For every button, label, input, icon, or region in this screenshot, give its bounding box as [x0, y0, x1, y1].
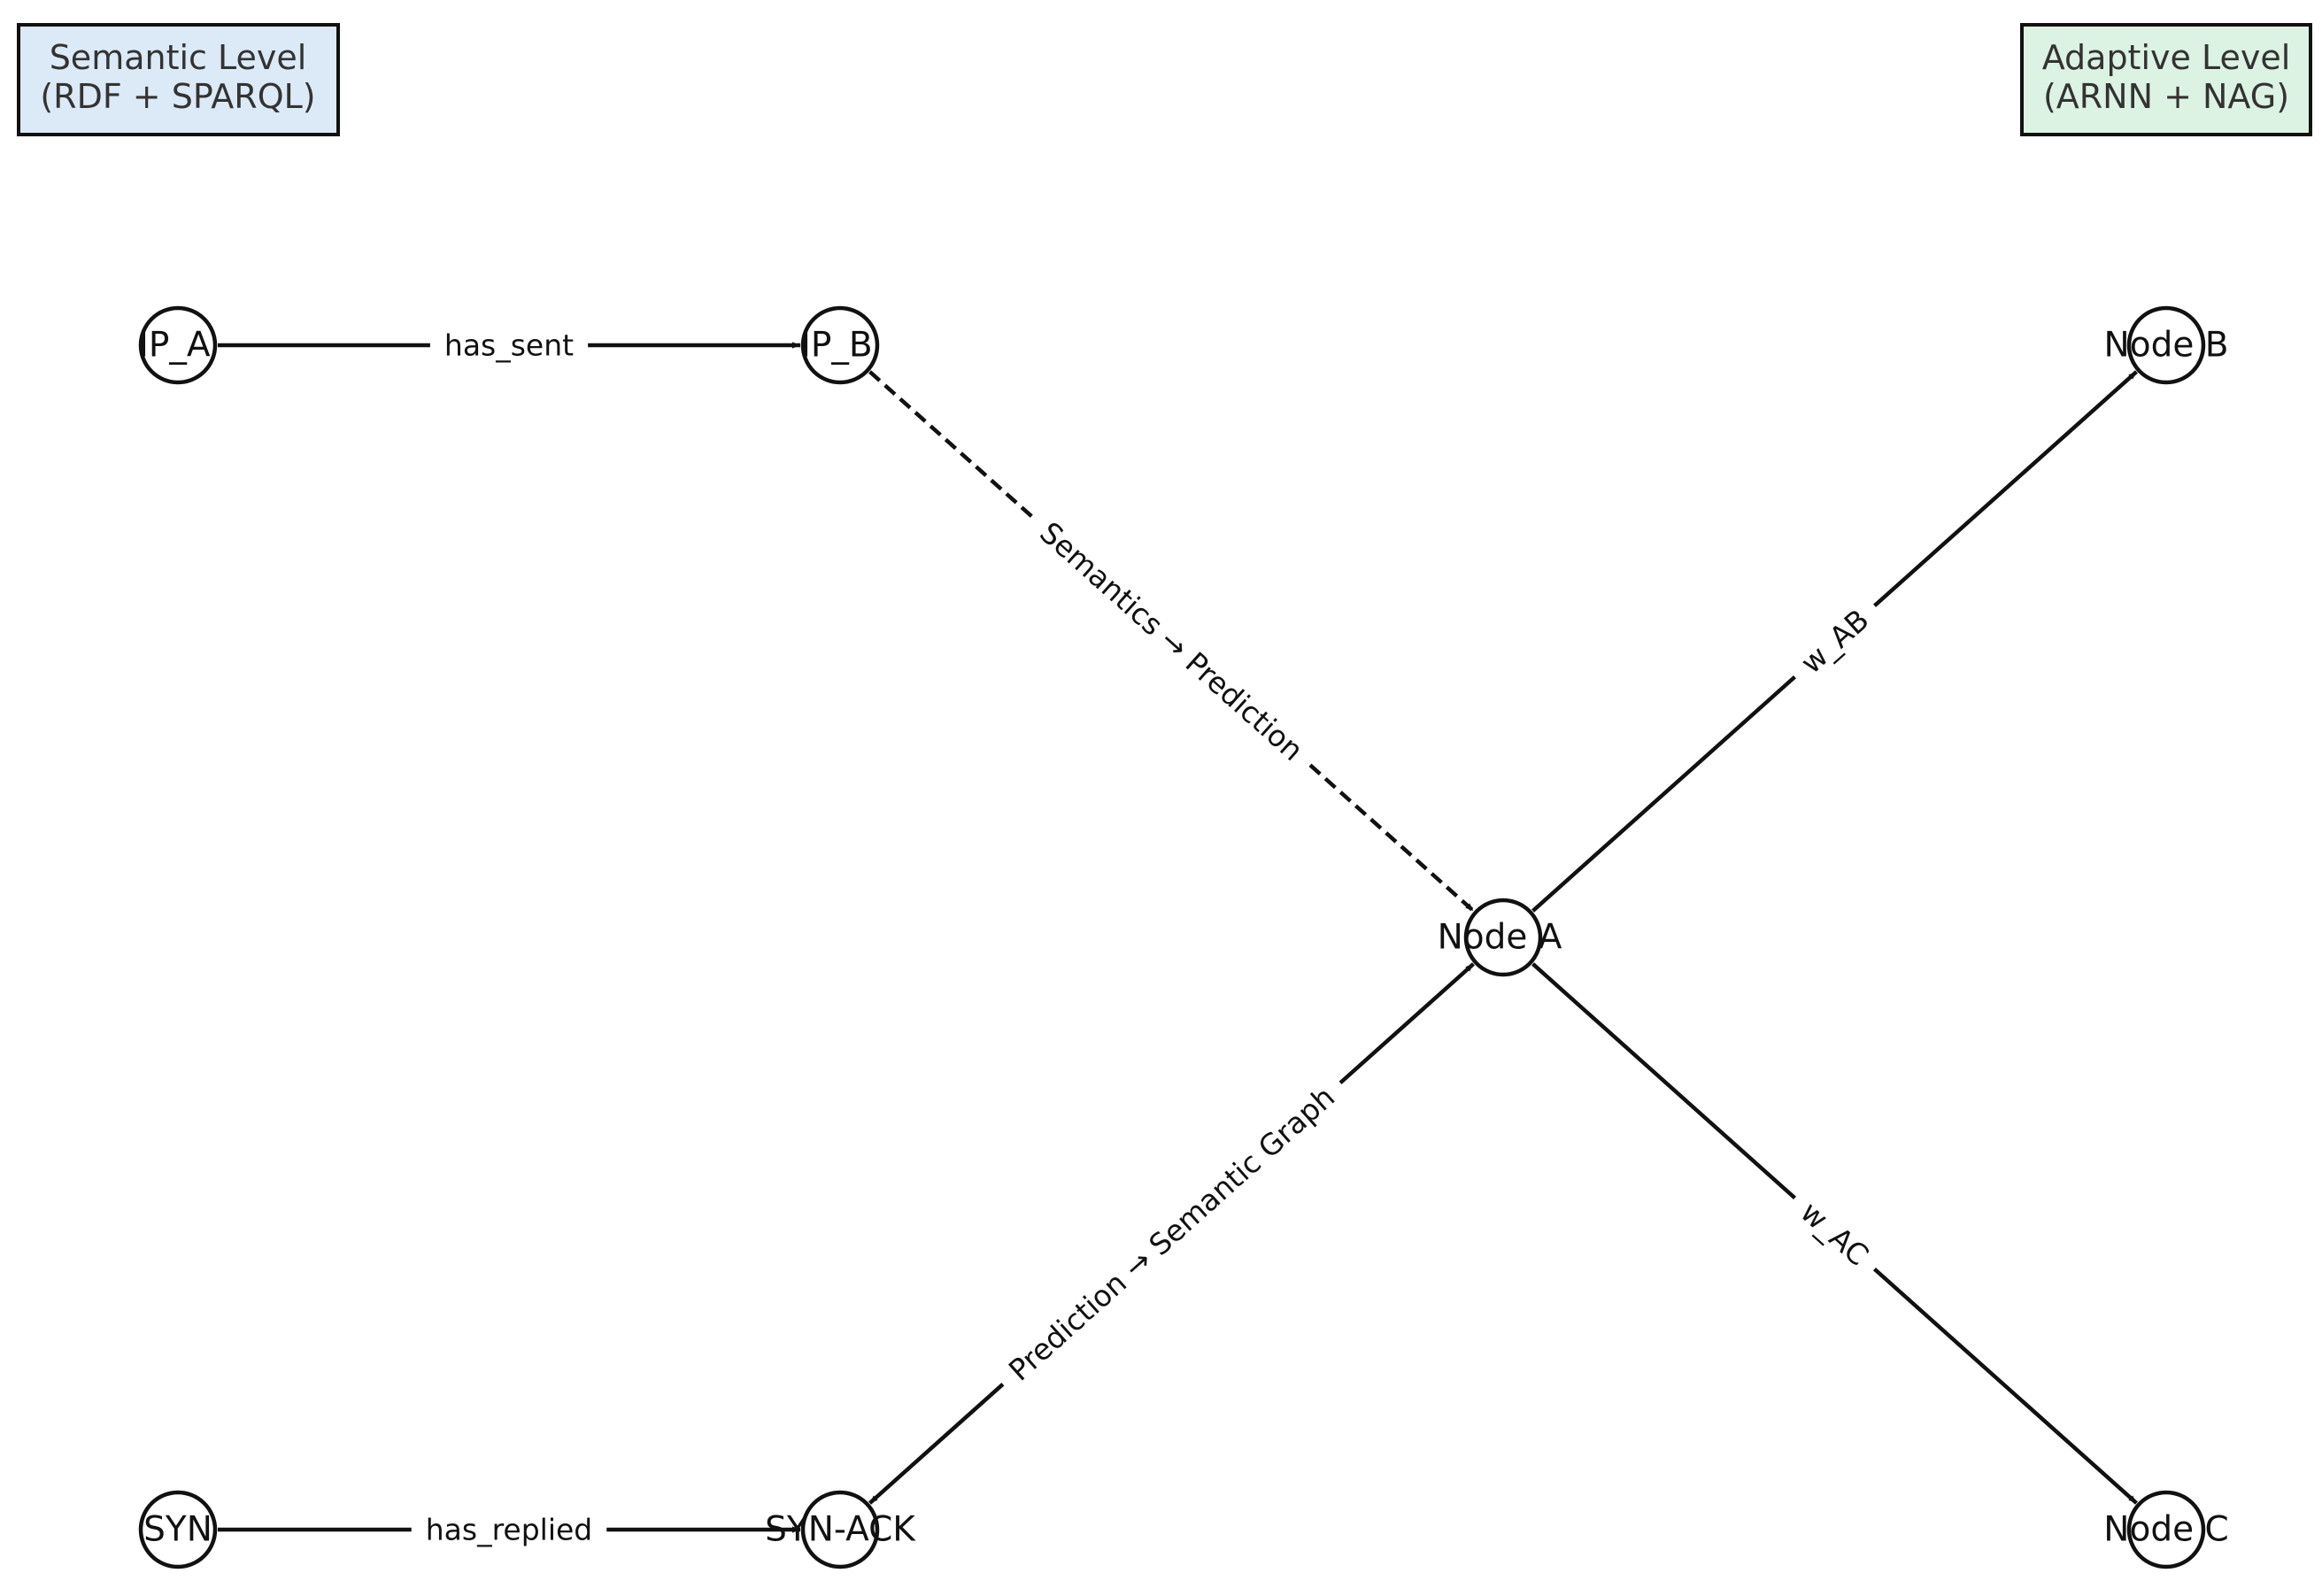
node-circle — [138, 305, 218, 385]
node-label: Node B — [2104, 326, 2229, 366]
edge-label-background — [1779, 589, 1890, 694]
legend-semantic-box — [17, 23, 340, 136]
legend-semantic-line2: (RDF + SPARQL) — [40, 77, 315, 116]
node-circle — [2126, 305, 2206, 385]
edge-label-background — [411, 1507, 607, 1553]
node-label: Node C — [2103, 1510, 2228, 1550]
edge-label-background — [429, 322, 589, 368]
legend-adaptive-box — [2020, 23, 2312, 136]
node-circle — [800, 1490, 880, 1569]
edge-syn-ack-to-node-a: Prediction → Semantic Graph — [868, 962, 1475, 1505]
legend-adaptive-line2: (ARNN + NAG) — [2043, 77, 2289, 116]
edge-label-group: w_AB — [1779, 589, 1890, 694]
edge-label-group: has_replied — [411, 1507, 607, 1553]
node-label: IP_B — [800, 326, 872, 366]
legend-adaptive-line1: Adaptive Level — [2042, 38, 2291, 77]
node-circle — [1463, 898, 1543, 977]
edge-ip-a-to-ip-b: has_sent — [218, 322, 800, 368]
edge-label-background — [987, 1066, 1356, 1401]
edge-label-group: has_sent — [429, 322, 589, 368]
node-node-c: Node C — [2103, 1490, 2229, 1569]
node-label: SYN — [143, 1510, 212, 1550]
edge-label-group: Prediction → Semantic Graph — [987, 1066, 1356, 1401]
edge-label-group: Semantics → Prediction — [1019, 501, 1324, 782]
node-label: Node A — [1438, 918, 1562, 958]
node-circle — [2126, 1490, 2206, 1569]
node-syn: SYN — [138, 1490, 218, 1569]
edge-label: Prediction → Semantic Graph — [1002, 1079, 1341, 1387]
node-label: IP_A — [138, 326, 211, 366]
edge-ip-b-to-node-a: Semantics → Prediction — [868, 370, 1475, 913]
legend-semantic-level: Semantic Level (RDF + SPARQL) — [17, 23, 340, 136]
edges-layer: has_sent has_replied Semantics → Predictio… — [218, 322, 2138, 1553]
legend-semantic-line1: Semantic Level — [50, 38, 307, 77]
legend-adaptive-level: Adaptive Level (ARNN + NAG) — [2020, 23, 2312, 136]
node-node-b: Node B — [2104, 305, 2229, 385]
edge-label: Semantics → Prediction — [1033, 515, 1310, 767]
edge-label: has_replied — [426, 1513, 593, 1547]
node-syn-ack: SYN-ACK — [765, 1490, 916, 1569]
edge-node-a-to-node-c: w_AC — [1531, 962, 2138, 1505]
edge-line — [868, 370, 1475, 913]
edge-label-background — [1779, 1181, 1890, 1286]
edge-label-group: w_AC — [1779, 1181, 1890, 1286]
node-node-a: Node A — [1438, 898, 1562, 977]
node-circle — [138, 1490, 218, 1569]
node-label: SYN-ACK — [765, 1510, 916, 1550]
edge-label-background — [1019, 501, 1324, 782]
edge-node-a-to-node-b: w_AB — [1531, 370, 2138, 913]
edge-syn-to-syn-ack: has_replied — [218, 1507, 800, 1553]
node-ip-b: IP_B — [800, 305, 880, 385]
nodes-layer: IP_A IP_B SYN SYN-ACK Node A Node B Node C — [138, 305, 2229, 1569]
node-circle — [800, 305, 880, 385]
node-ip-a: IP_A — [138, 305, 218, 385]
edge-label: has_sent — [444, 328, 574, 363]
